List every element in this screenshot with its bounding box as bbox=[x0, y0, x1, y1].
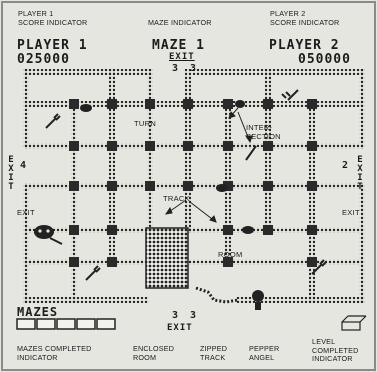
track-segment bbox=[23, 183, 29, 303]
maze-tracks bbox=[23, 69, 365, 303]
maze-indicator-label: MAZE INDICATOR bbox=[148, 19, 212, 28]
intersection-node bbox=[263, 181, 273, 191]
intersection-node bbox=[107, 141, 117, 151]
track-segment bbox=[185, 227, 365, 233]
intersection-node bbox=[145, 99, 155, 109]
player2-label: PLAYER 2 bbox=[269, 38, 340, 53]
intersection-node bbox=[145, 141, 155, 151]
track-segment bbox=[109, 69, 115, 265]
intersection-node bbox=[69, 257, 79, 267]
intersection-node bbox=[183, 181, 193, 191]
fork-icon bbox=[282, 90, 298, 100]
track-segment bbox=[359, 183, 365, 303]
cream-puff-icon bbox=[80, 104, 92, 112]
room-label: ROOM bbox=[218, 250, 243, 259]
intersection-node bbox=[263, 99, 273, 109]
cream-puff-icon bbox=[242, 226, 254, 234]
right-exit-label: EXIT bbox=[342, 208, 360, 217]
top-exit-counter-right: 3 bbox=[188, 64, 198, 74]
bottom-exit-counter-left: 3 bbox=[170, 311, 180, 321]
intersection-node bbox=[307, 257, 317, 267]
left-exit-label: EXIT bbox=[17, 208, 35, 217]
track-segment bbox=[193, 69, 365, 75]
fork-icon bbox=[46, 114, 60, 128]
right-side-counter: 2 bbox=[340, 161, 350, 171]
track-segment bbox=[71, 101, 77, 303]
cream-puff-icon bbox=[216, 184, 228, 192]
intersection-node bbox=[223, 99, 233, 109]
bottom-exit-counter-right: 3 bbox=[188, 311, 198, 321]
intersection-node bbox=[69, 99, 79, 109]
zipped-track bbox=[196, 288, 238, 302]
intersection-node bbox=[307, 181, 317, 191]
player1-score: 025000 bbox=[17, 52, 70, 67]
intersection-node bbox=[69, 181, 79, 191]
intersection-node bbox=[183, 99, 193, 109]
player2-score: 050000 bbox=[298, 52, 351, 67]
mazes-completed-boxes bbox=[17, 319, 115, 329]
intersection-node bbox=[69, 225, 79, 235]
intersection-node bbox=[107, 257, 117, 267]
track-segment bbox=[23, 297, 149, 303]
turn-label: TURN bbox=[134, 119, 156, 128]
left-side-counter: 4 bbox=[18, 161, 28, 171]
track-segment bbox=[23, 259, 149, 265]
player1-label: PLAYER 1 bbox=[17, 38, 88, 53]
enclosed-room bbox=[146, 228, 188, 288]
track-label: TRACK bbox=[163, 194, 190, 203]
intersection-node bbox=[183, 141, 193, 151]
intersection-node bbox=[223, 225, 233, 235]
fork-icon bbox=[86, 266, 100, 280]
intersection-node bbox=[307, 99, 317, 109]
mazes-label: MAZES bbox=[17, 305, 58, 319]
maze-label: MAZE 1 bbox=[152, 38, 205, 53]
top-exit-counter-left: 3 bbox=[170, 64, 180, 74]
bottom-exit-label: EXIT bbox=[167, 323, 193, 333]
intersection-node bbox=[263, 225, 273, 235]
maze-exit-label: EXIT bbox=[169, 52, 195, 62]
intersection-node bbox=[307, 225, 317, 235]
intersection-node bbox=[145, 181, 155, 191]
cream-puff-icon bbox=[235, 100, 245, 108]
intersection-node bbox=[307, 141, 317, 151]
track-segment bbox=[359, 69, 365, 149]
intersection-node bbox=[223, 141, 233, 151]
track-segment bbox=[23, 69, 29, 149]
intersection-label: INTER-SECTION bbox=[246, 124, 281, 141]
pointer-arrows bbox=[166, 108, 252, 222]
intersection-node bbox=[69, 141, 79, 151]
intersection-node bbox=[107, 181, 117, 191]
intersection-node bbox=[107, 225, 117, 235]
intersection-node bbox=[107, 99, 117, 109]
intersection-node bbox=[263, 141, 273, 151]
track-segment bbox=[23, 69, 153, 75]
track-segment bbox=[185, 259, 365, 265]
level-completed-icon bbox=[342, 316, 366, 330]
pepper-angel-icon bbox=[252, 290, 264, 310]
